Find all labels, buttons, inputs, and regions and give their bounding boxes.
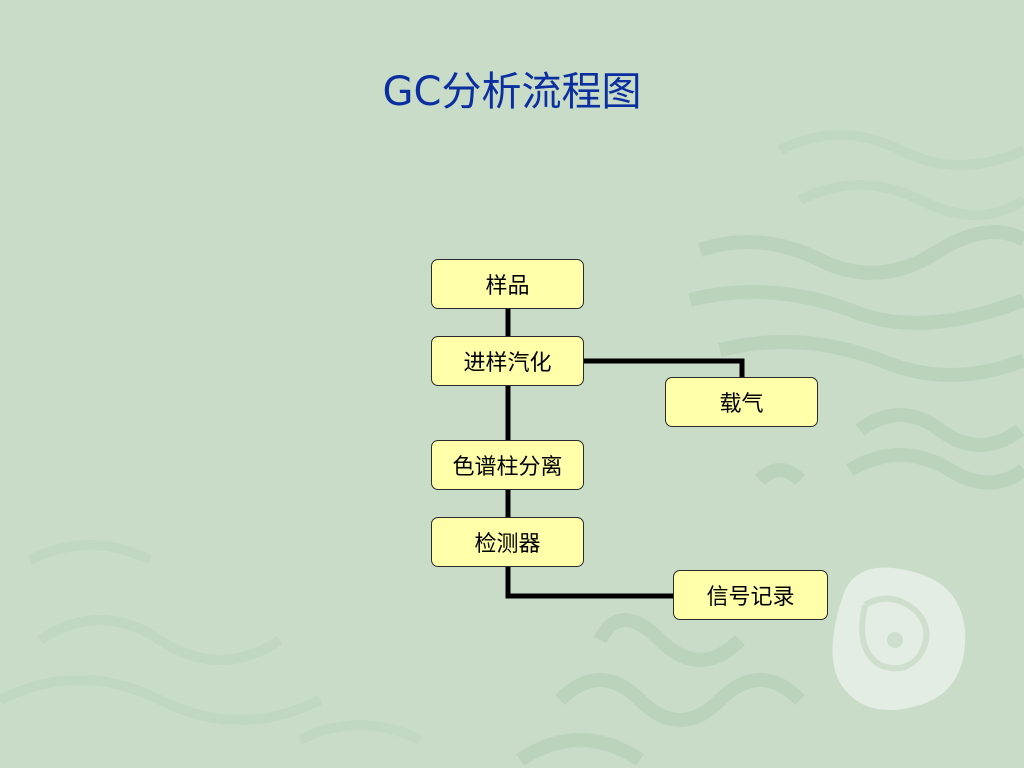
connector-detector-to-signal-recording (505, 564, 676, 599)
page-title: GC分析流程图 (382, 69, 642, 115)
node-injection-vaporization: 进样汽化 (431, 336, 584, 386)
node-detector: 检测器 (431, 517, 584, 567)
dragon-emblem (832, 567, 966, 710)
node-sample: 样品 (431, 259, 584, 309)
node-carrier-gas: 载气 (665, 377, 818, 427)
node-column-separation: 色谱柱分离 (431, 440, 584, 490)
connector-injection-to-carrier-gas (581, 358, 745, 380)
node-signal-recording: 信号记录 (673, 570, 828, 620)
